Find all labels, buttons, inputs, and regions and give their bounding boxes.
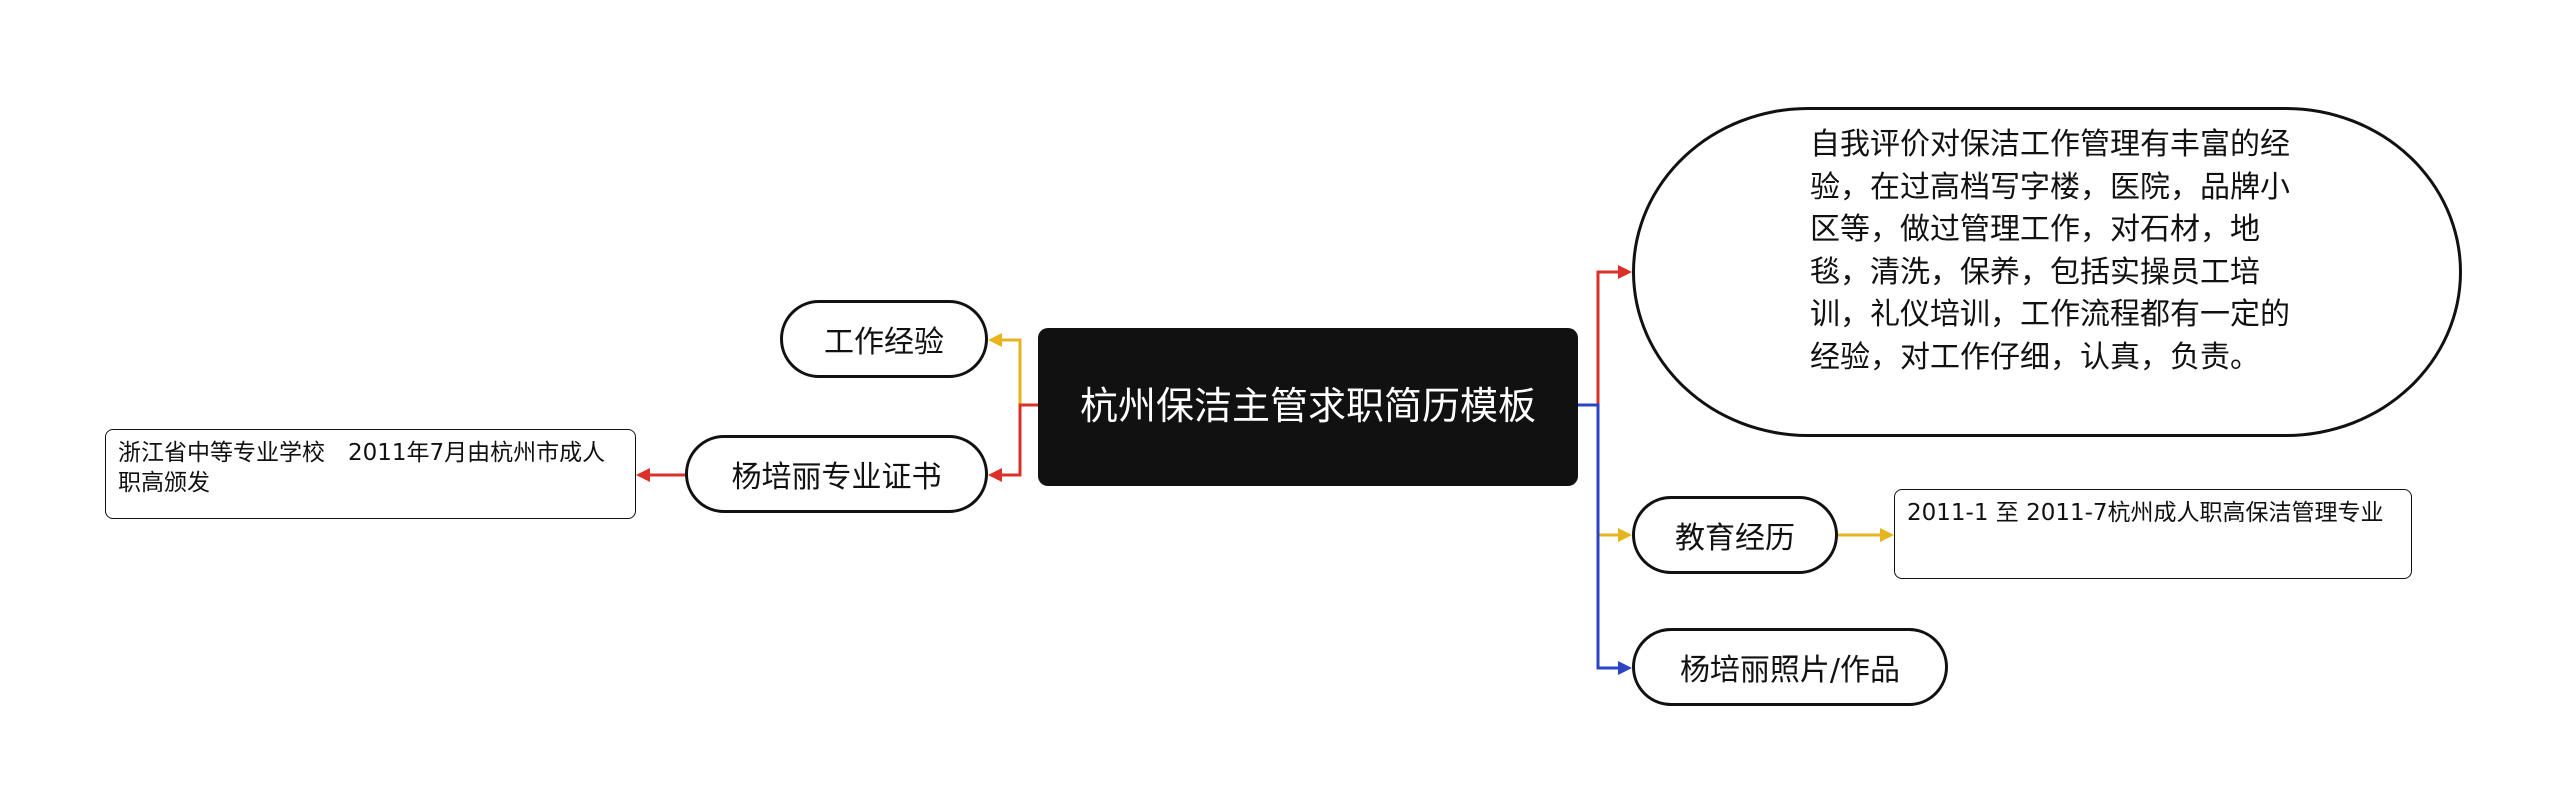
topic-self-evaluation[interactable]: 自我评价对保洁工作管理有丰富的经验，在过高档写字楼，医院，品牌小区等，做过管理工…: [1632, 107, 2462, 437]
connector-root-to-self-evaluation: [1578, 270, 1618, 407]
arrow-self-evaluation: [1618, 265, 1632, 279]
education-detail-text: 2011-1 至 2011-7杭州成人职高保洁管理专业: [1907, 500, 2384, 526]
topic-certificate[interactable]: 杨培丽专业证书: [685, 435, 988, 513]
arrow-education-detail: [1880, 528, 1894, 542]
arrow-photos: [1618, 661, 1632, 675]
arrow-education: [1618, 528, 1632, 542]
root-topic-title: 杭州保洁主管求职简历模板: [1079, 384, 1536, 429]
arrow-work-experience: [988, 333, 1002, 347]
topic-education-label: 教育经历: [1675, 521, 1795, 556]
certificate-detail[interactable]: 浙江省中等专业学校 2011年7月由杭州市成人职高颁发: [105, 429, 636, 519]
topic-certificate-label: 杨培丽专业证书: [731, 460, 942, 495]
root-topic[interactable]: 杭州保洁主管求职简历模板: [1038, 328, 1578, 486]
connector-root-to-photos: [1578, 403, 1618, 670]
topic-photos-label: 杨培丽照片/作品: [1679, 653, 1901, 688]
topic-work-experience[interactable]: 工作经验: [780, 300, 988, 378]
education-detail[interactable]: 2011-1 至 2011-7杭州成人职高保洁管理专业: [1894, 489, 2412, 579]
topic-education[interactable]: 教育经历: [1632, 496, 1838, 574]
connector-root-to-certificate: [1002, 403, 1038, 477]
arrow-certificate: [988, 468, 1002, 482]
topic-photos[interactable]: 杨培丽照片/作品: [1632, 628, 1948, 706]
topic-work-experience-label: 工作经验: [824, 325, 944, 360]
certificate-detail-text: 浙江省中等专业学校 2011年7月由杭州市成人职高颁发: [118, 440, 606, 496]
topic-self-evaluation-text: 自我评价对保洁工作管理有丰富的经验，在过高档写字楼，医院，品牌小区等，做过管理工…: [1810, 127, 2290, 375]
connector-root-to-work-experience: [1002, 338, 1038, 407]
arrow-certificate-detail: [636, 468, 650, 482]
